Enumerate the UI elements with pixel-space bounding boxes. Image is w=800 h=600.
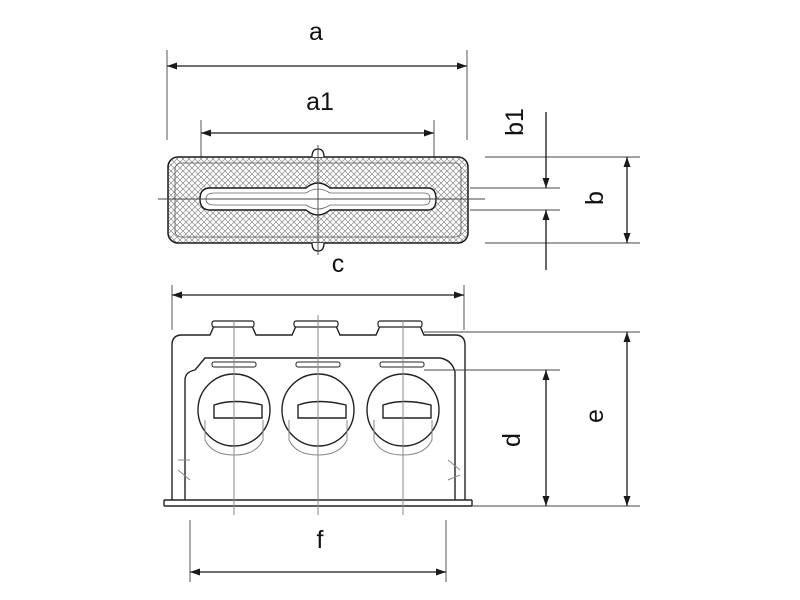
label-a1: a1	[306, 88, 334, 116]
label-b1: b1	[501, 108, 529, 136]
front-view: d e f	[163, 285, 640, 582]
label-a: a	[309, 18, 323, 46]
label-e: e	[581, 409, 609, 423]
dimension-f: f	[189, 520, 447, 582]
dimension-e: e	[424, 331, 640, 506]
label-f: f	[317, 526, 324, 554]
label-b: b	[581, 191, 609, 205]
clamp-right	[366, 320, 440, 515]
clamp-middle	[281, 315, 355, 515]
top-body	[158, 145, 485, 255]
dimension-b: b	[560, 156, 640, 243]
clamp-left	[197, 320, 271, 515]
label-c: c	[332, 250, 345, 278]
dimension-c	[171, 285, 465, 330]
dimension-b1: b1	[470, 108, 640, 270]
dimension-d: d	[424, 369, 640, 507]
label-d: d	[498, 433, 526, 447]
dimension-a: a	[166, 18, 468, 140]
top-view: a a1	[158, 18, 640, 278]
